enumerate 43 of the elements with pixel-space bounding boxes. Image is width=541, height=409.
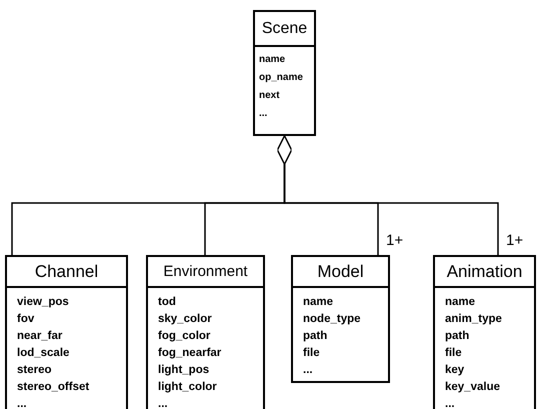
attribute-text: next [259, 89, 280, 103]
attribute-text: name [259, 53, 286, 67]
attribute-text: ... [303, 363, 313, 378]
multiplicity-label: 1+ [386, 233, 404, 248]
attribute-text: file [303, 346, 320, 361]
attribute-text: path [303, 329, 328, 344]
attribute-text: stereo_offset [17, 380, 90, 395]
attribute-text: path [445, 329, 470, 344]
attribute-text: fog_color [158, 329, 210, 344]
attribute-text: lod_scale [17, 346, 70, 361]
class-name: Channel [34, 263, 98, 280]
attribute-text: tod [158, 295, 176, 310]
aggregation-line [276, 135, 499, 255]
attribute-text: name [303, 295, 334, 310]
attribute-text: file [445, 346, 462, 361]
class-box [5, 255, 128, 409]
attribute-text: fog_nearfar [158, 346, 222, 361]
class-name: Environment [163, 264, 248, 279]
class-box [291, 255, 390, 383]
class-box [146, 255, 265, 409]
attribute-text: ... [17, 397, 27, 409]
multiplicity-label: 1+ [506, 233, 524, 248]
attribute-text: key_value [445, 380, 500, 395]
attribute-text: name [445, 295, 476, 310]
attribute-text: near_far [17, 329, 62, 344]
attribute-text: anim_type [445, 312, 502, 327]
class-box [433, 255, 536, 409]
class-name: Animation [446, 263, 522, 280]
class-name: Model [317, 263, 364, 280]
attribute-text: node_type [303, 312, 361, 327]
attribute-text: op_name [259, 71, 303, 85]
attribute-text: view_pos [17, 295, 69, 310]
attribute-text: ... [259, 107, 268, 121]
class-box [253, 10, 316, 136]
attribute-text: light_pos [158, 363, 210, 378]
attribute-text: stereo [17, 363, 52, 378]
attribute-text: ... [445, 397, 455, 409]
attribute-text: key [445, 363, 464, 378]
attribute-text: fov [17, 312, 34, 327]
attribute-text: sky_color [158, 312, 212, 327]
attribute-text: light_color [158, 380, 217, 395]
class-name: Scene [262, 20, 308, 36]
attribute-text: ... [158, 397, 168, 409]
